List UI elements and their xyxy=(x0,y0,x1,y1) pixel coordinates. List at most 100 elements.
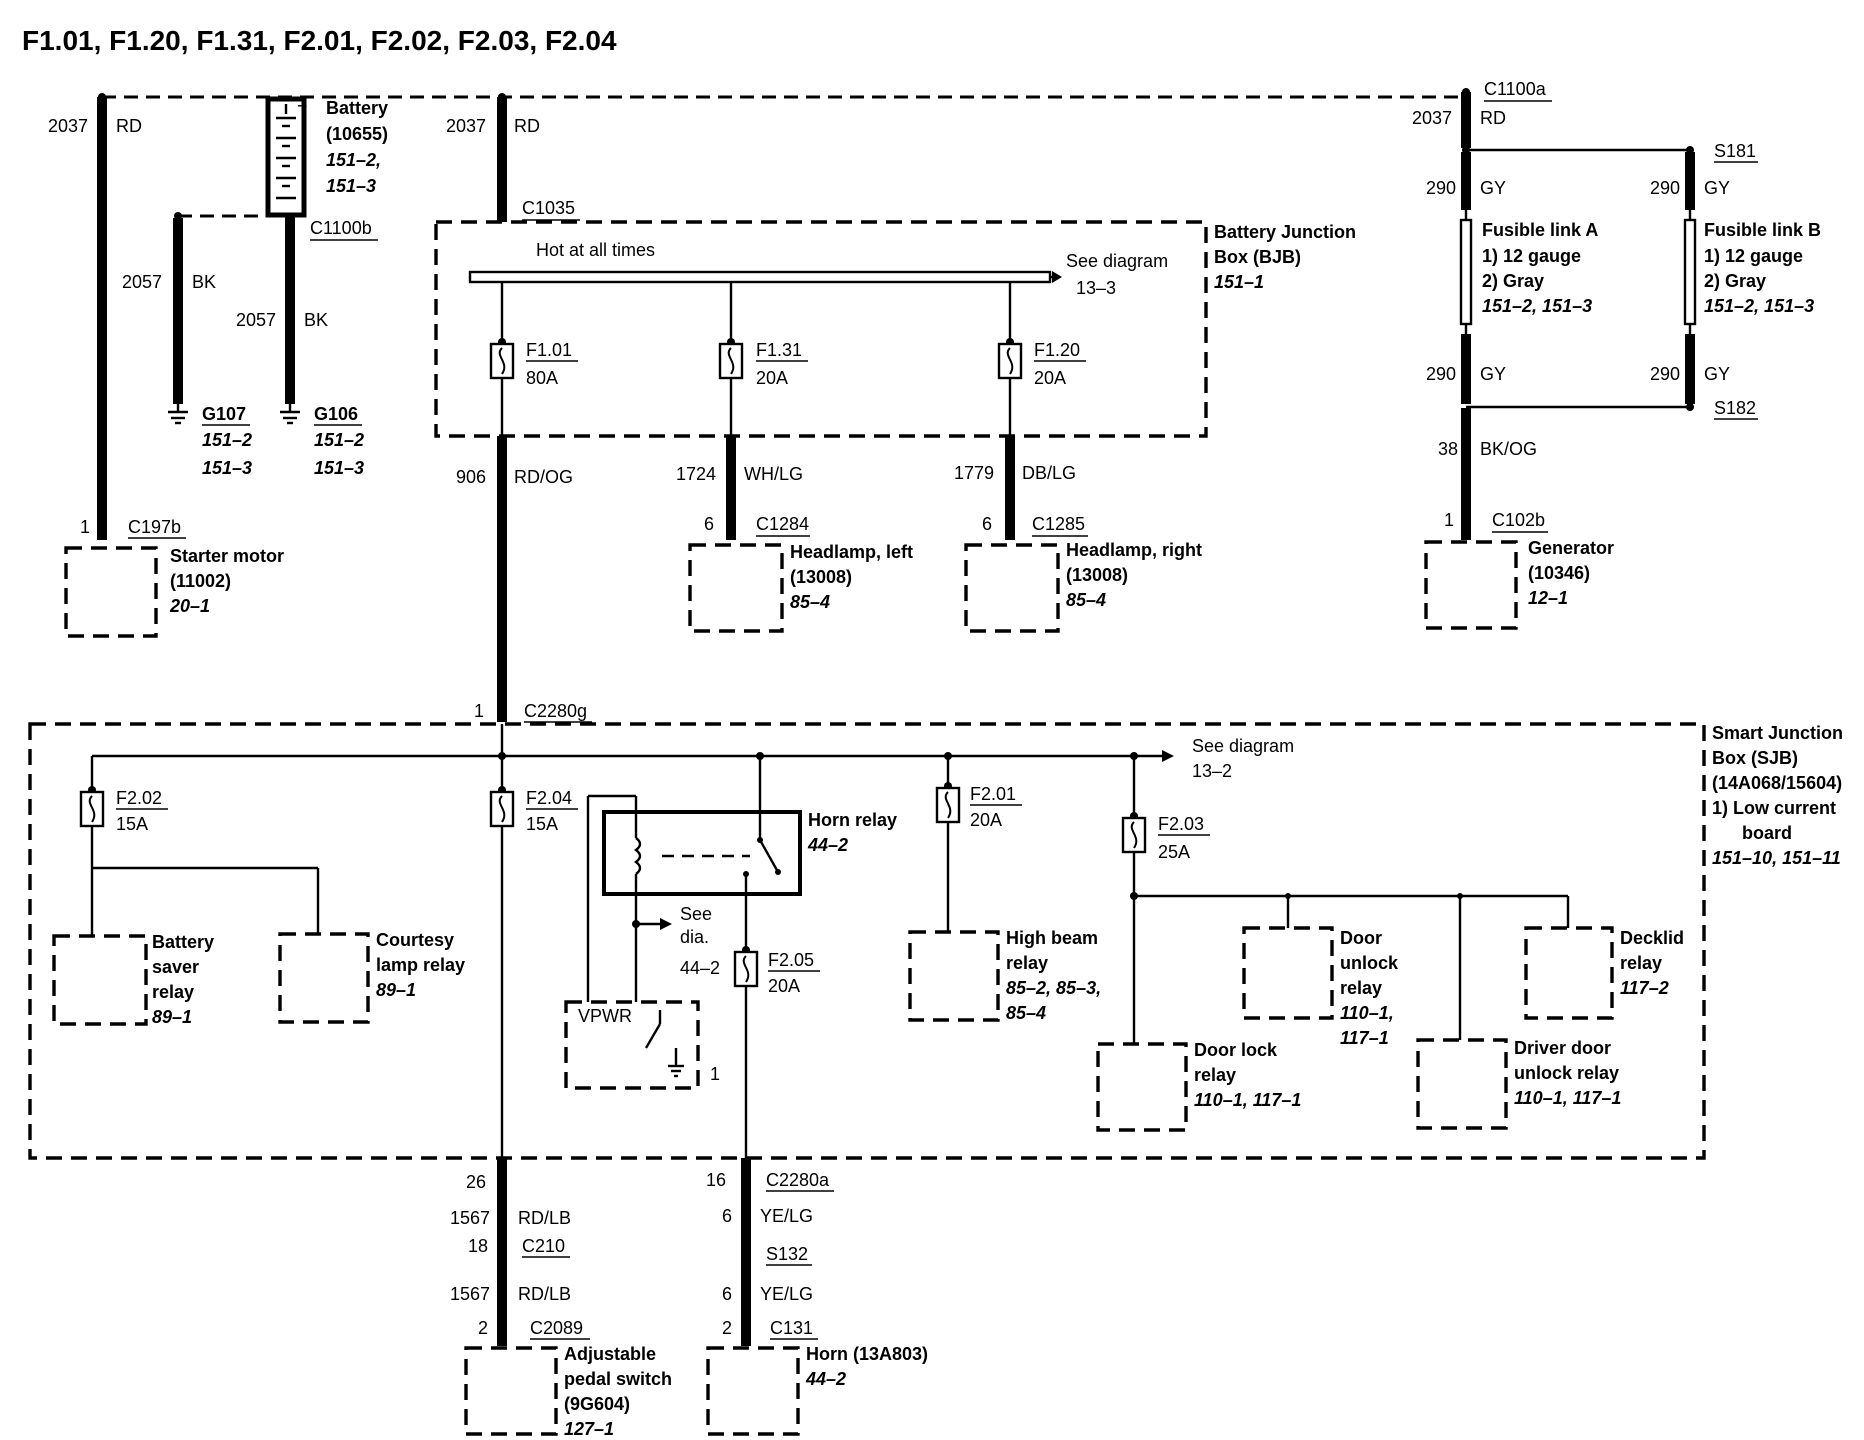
starter-circuit-number: 2037 xyxy=(48,116,88,136)
vpwr-ground-icon xyxy=(668,1064,684,1078)
horn-circuit1: 6 xyxy=(722,1206,732,1226)
svg-text:+: + xyxy=(297,96,308,116)
courtesy-ref: 89–1 xyxy=(376,980,416,1000)
link-a-color: 2) Gray xyxy=(1482,271,1544,291)
bjb-bus-label: Hot at all times xyxy=(536,240,655,260)
battery-saver-l2: saver xyxy=(152,957,199,977)
horn-see-dia1: See xyxy=(680,904,712,924)
door-lock-l1: Door lock xyxy=(1194,1040,1278,1060)
battery-saver-l1: Battery xyxy=(152,932,214,952)
decklid-l1: Decklid xyxy=(1620,928,1684,948)
battery-name: Battery xyxy=(326,98,388,118)
battery-saver-relay-box xyxy=(52,934,148,1026)
headlamp-left-box xyxy=(688,543,784,633)
sjb-part: (14A068/15604) xyxy=(1712,773,1842,793)
link-b-color-bottom: GY xyxy=(1704,364,1730,384)
link-b-color-top: GY xyxy=(1704,178,1730,198)
gen-connector: C102b xyxy=(1492,510,1545,530)
g107-circuit: 2057 xyxy=(122,272,162,292)
vpwr-switch-icon xyxy=(644,1023,662,1049)
pedal-connector2: C210 xyxy=(522,1236,565,1256)
horn-connector3: C131 xyxy=(770,1318,813,1338)
driver-unlock-l2: unlock relay xyxy=(1514,1063,1619,1083)
gen-name: Generator xyxy=(1528,538,1614,558)
starter-pin: 1 xyxy=(80,517,90,537)
battery-connector: C1100b xyxy=(310,218,372,238)
pedal-part: (9G604) xyxy=(564,1394,630,1414)
starter-part: (11002) xyxy=(170,571,231,591)
bjb-feed-circuit: 2037 xyxy=(446,116,486,136)
splice-s132: S132 xyxy=(766,1244,808,1264)
starter-ref: 20–1 xyxy=(169,596,210,616)
courtesy-l2: lamp relay xyxy=(376,955,465,975)
horn-circuit: 16 C2280a 6 YE/LG S132 6 YE/LG 2 C131 Ho… xyxy=(706,1158,928,1436)
fuse-f2-05-rating: 20A xyxy=(768,976,800,996)
splice-s181: S181 xyxy=(1714,141,1756,161)
sjb-see-diagram: See diagram xyxy=(1192,736,1294,756)
fuse-f2-02-name: F2.02 xyxy=(116,788,162,808)
fuse-f1-31-name: F1.31 xyxy=(756,340,802,360)
battery-saver-l3: relay xyxy=(152,982,194,1002)
fuse-f2-03-rating: 25A xyxy=(1158,842,1190,862)
g107-wire-color: BK xyxy=(192,272,216,292)
headlamp-left-circuit: 1724 WH/LG 6 C1284 Headlamp, left (13008… xyxy=(676,436,913,633)
fuse-f2-05-name: F2.05 xyxy=(768,950,814,970)
link-a-color-top: GY xyxy=(1480,178,1506,198)
gen-part: (10346) xyxy=(1528,563,1590,583)
horn-relay-coil-icon xyxy=(634,837,642,875)
pedal-pin2: 18 xyxy=(468,1236,488,1256)
door-unlock-ref2: 117–1 xyxy=(1340,1028,1389,1048)
bjb-bus-bar xyxy=(468,270,1052,284)
decklid-ref: 117–2 xyxy=(1620,978,1669,998)
g106-wire-color: BK xyxy=(304,310,328,330)
headlamp-right-wire-color: DB/LG xyxy=(1022,463,1076,483)
door-unlock-ref1: 110–1, xyxy=(1340,1003,1394,1023)
pedal-connector3: C2089 xyxy=(530,1318,583,1338)
battery-junction-box: 2037 RD C1035 Battery Junction Box (BJB)… xyxy=(434,97,1356,438)
door-lock-relay-box xyxy=(1096,1042,1188,1132)
horn-relay-ref: 44–2 xyxy=(807,835,848,855)
battery-ref2: 151–3 xyxy=(326,176,376,196)
starter-name: Starter motor xyxy=(170,546,284,566)
link-a-color-bottom: GY xyxy=(1480,364,1506,384)
fuse-f2-03-name: F2.03 xyxy=(1158,814,1204,834)
horn-pin1: 16 xyxy=(706,1170,726,1190)
gen-color-top: RD xyxy=(1480,108,1506,128)
headlamp-right-part: (13008) xyxy=(1066,565,1128,585)
generator-circuit: C1100a 2037 RD S181 290 GY Fusible link … xyxy=(1412,79,1821,630)
headlamp-left-circuit-number: 1724 xyxy=(676,464,716,484)
g107-ref1: 151–2 xyxy=(202,430,252,450)
gen-ref: 12–1 xyxy=(1528,588,1568,608)
page-title: F1.01, F1.20, F1.31, F2.01, F2.02, F2.03… xyxy=(22,25,617,56)
courtesy-l1: Courtesy xyxy=(376,930,454,950)
link-a-name: Fusible link A xyxy=(1482,220,1598,240)
sjb-name1: Smart Junction xyxy=(1712,723,1843,743)
gen-out-circuit: 38 xyxy=(1438,439,1458,459)
fuse-f2-01-name: F2.01 xyxy=(970,784,1016,804)
g107-ref2: 151–3 xyxy=(202,458,252,478)
driver-unlock-l1: Driver door xyxy=(1514,1038,1611,1058)
sjb-ref: 151–10, 151–11 xyxy=(1712,848,1841,868)
fuse-f2-02-rating: 15A xyxy=(116,814,148,834)
g106-circuit: 2057 xyxy=(236,310,276,330)
headlamp-left-pin: 6 xyxy=(704,514,714,534)
horn-relay-switch-icon xyxy=(758,839,780,873)
door-lock-l2: relay xyxy=(1194,1065,1236,1085)
pedal-ref: 127–1 xyxy=(564,1419,614,1439)
fuse-f2-04-name: F2.04 xyxy=(526,788,572,808)
headlamp-right-ref: 85–4 xyxy=(1066,590,1106,610)
ground-g106-icon xyxy=(280,404,300,425)
sjb-see-ref: 13–2 xyxy=(1192,761,1232,781)
bjb-left-color: RD/OG xyxy=(514,467,573,487)
pedal-pin1: 26 xyxy=(466,1172,486,1192)
horn-relay-name: Horn relay xyxy=(808,810,897,830)
g106-name: G106 xyxy=(314,404,358,424)
horn-pin3: 2 xyxy=(722,1318,732,1338)
vpwr-label: VPWR xyxy=(578,1006,632,1026)
fuse-f1-01-rating: 80A xyxy=(526,368,558,388)
pedal-pin3: 2 xyxy=(478,1318,488,1338)
starter-connector: C197b xyxy=(128,517,181,537)
decklid-l2: relay xyxy=(1620,953,1662,973)
splice-s182: S182 xyxy=(1714,398,1756,418)
